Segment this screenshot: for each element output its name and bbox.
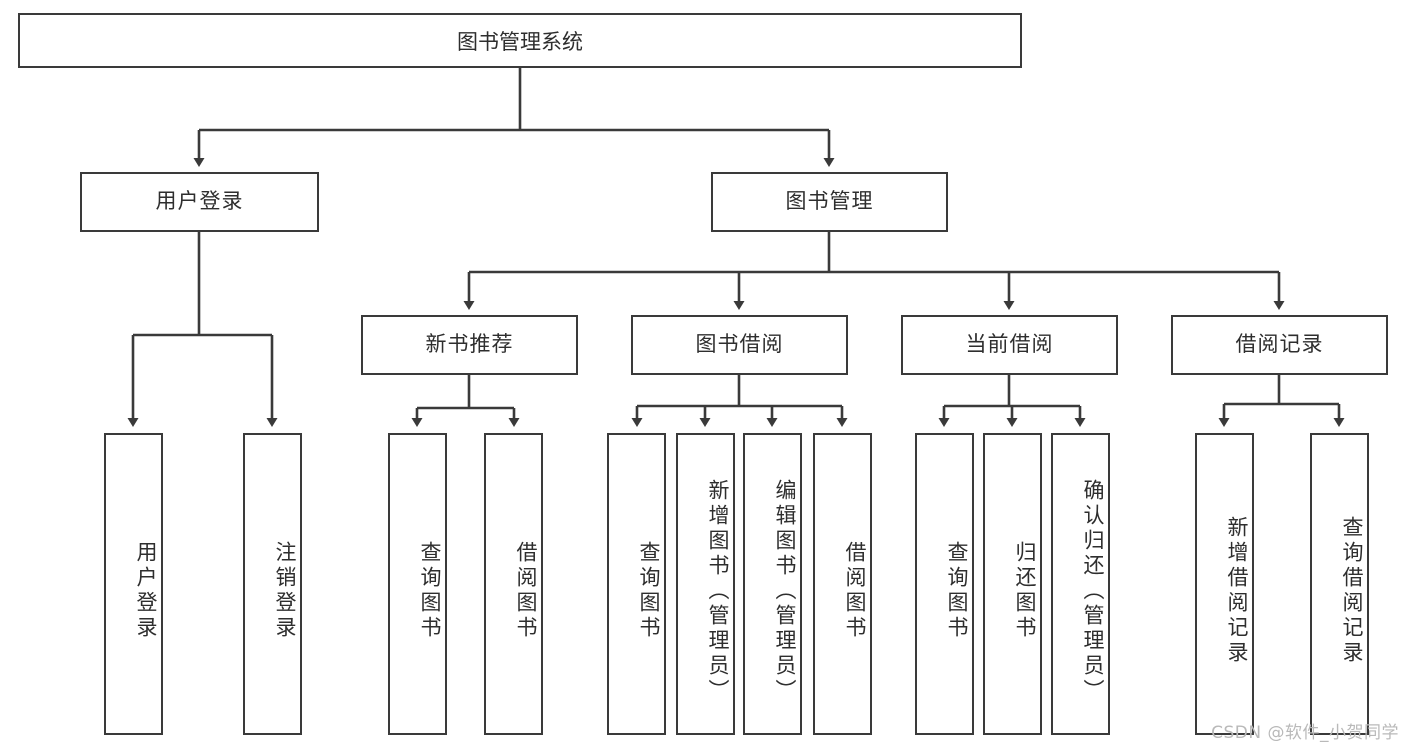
- node-label: 确认归还（管理员）: [1081, 478, 1105, 704]
- leaf-new-book-query[interactable]: 查询图书: [388, 433, 447, 735]
- node-label: 归还图书: [1013, 541, 1037, 641]
- node-label: 图书借阅: [695, 332, 784, 357]
- leaf-borrow-add-book[interactable]: 新增图书（管理员）: [676, 433, 735, 735]
- node-label: 用户登录: [134, 541, 158, 641]
- node-label: 借阅图书: [843, 541, 867, 641]
- leaf-user-login-signin[interactable]: 用户登录: [104, 433, 163, 735]
- node-label: 新增借阅记录: [1225, 516, 1249, 666]
- node-label: 新书推荐: [425, 332, 514, 357]
- leaf-borrow-borrow-book[interactable]: 借阅图书: [813, 433, 872, 735]
- node-label: 当前借阅: [965, 332, 1054, 357]
- leaf-new-book-borrow[interactable]: 借阅图书: [484, 433, 543, 735]
- node-borrow-record[interactable]: 借阅记录: [1171, 315, 1388, 375]
- node-label: 借阅图书: [514, 541, 538, 641]
- node-current-borrow[interactable]: 当前借阅: [901, 315, 1118, 375]
- node-label: 新增图书（管理员）: [706, 478, 730, 704]
- node-label: 查询图书: [637, 541, 661, 641]
- node-user-login[interactable]: 用户登录: [80, 172, 319, 232]
- node-label: 查询图书: [945, 541, 969, 641]
- leaf-user-login-signout[interactable]: 注销登录: [243, 433, 302, 735]
- node-root-system[interactable]: 图书管理系统: [18, 13, 1022, 68]
- node-label: 图书管理: [785, 189, 874, 214]
- node-new-book-recommend[interactable]: 新书推荐: [361, 315, 578, 375]
- node-label: 查询借阅记录: [1340, 516, 1364, 666]
- node-label: 图书管理系统: [457, 29, 583, 54]
- node-label: 用户登录: [155, 189, 244, 214]
- leaf-record-query[interactable]: 查询借阅记录: [1310, 433, 1369, 735]
- node-book-borrow[interactable]: 图书借阅: [631, 315, 848, 375]
- node-book-management[interactable]: 图书管理: [711, 172, 948, 232]
- node-label: 注销登录: [273, 541, 297, 641]
- node-label: 查询图书: [418, 541, 442, 641]
- leaf-borrow-edit-book[interactable]: 编辑图书（管理员）: [743, 433, 802, 735]
- node-label: 编辑图书（管理员）: [773, 478, 797, 704]
- leaf-current-return-book[interactable]: 归还图书: [983, 433, 1042, 735]
- leaf-borrow-query-book[interactable]: 查询图书: [607, 433, 666, 735]
- leaf-current-query-book[interactable]: 查询图书: [915, 433, 974, 735]
- leaf-current-confirm-return[interactable]: 确认归还（管理员）: [1051, 433, 1110, 735]
- leaf-record-add[interactable]: 新增借阅记录: [1195, 433, 1254, 735]
- node-label: 借阅记录: [1235, 332, 1324, 357]
